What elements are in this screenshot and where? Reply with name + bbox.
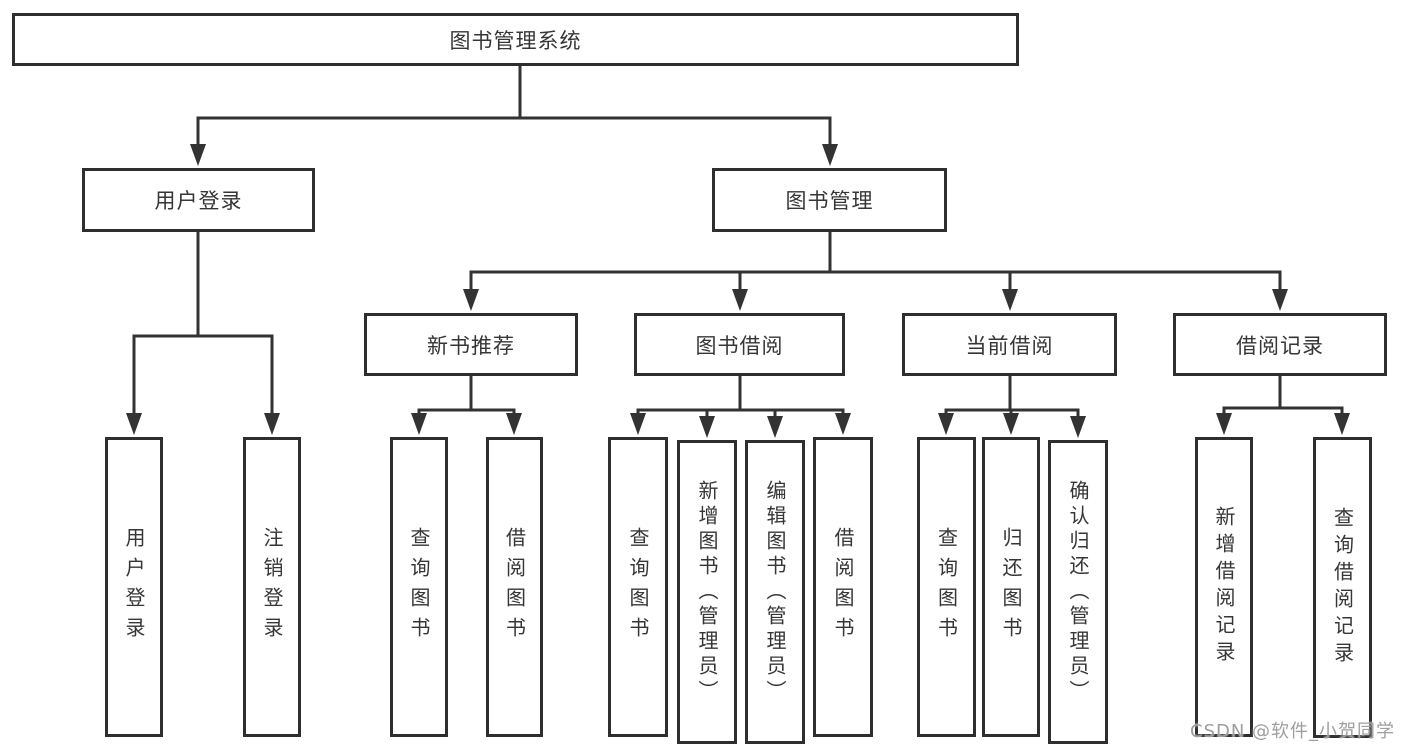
leaf-user-login: 用户登录 (105, 437, 163, 737)
node-label: 图书管理 (785, 189, 874, 213)
leaf-return-books: 归还图书 (982, 437, 1040, 737)
leaf-label: 编辑图书（管理员） (763, 479, 787, 705)
leaf-label: 新增借阅记录 (1212, 506, 1236, 668)
leaf-label: 新增图书（管理员） (695, 479, 719, 705)
leaf-confirm-return-admin: 确认归还（管理员） (1048, 440, 1108, 744)
leaf-label: 查询图书 (626, 527, 650, 647)
leaf-label: 借阅图书 (502, 527, 527, 647)
node-label: 图书管理系统 (449, 28, 582, 53)
leaf-label: 用户登录 (122, 527, 146, 647)
node-current-borrowing: 当前借阅 (902, 313, 1117, 376)
node-label: 图书借阅 (695, 333, 784, 358)
leaf-borrow-books: 借阅图书 (486, 437, 543, 737)
node-label: 新书推荐 (427, 333, 515, 358)
leaf-logout: 注销登录 (243, 437, 301, 737)
node-new-book-recommendation: 新书推荐 (364, 313, 578, 376)
leaf-label: 归还图书 (999, 527, 1023, 647)
leaf-edit-books-admin: 编辑图书（管理员） (745, 440, 805, 744)
node-book-borrowing: 图书借阅 (634, 313, 845, 376)
leaf-label: 注销登录 (260, 527, 284, 647)
node-label: 借阅记录 (1236, 333, 1324, 358)
leaf-query-books: 查询图书 (608, 437, 668, 737)
leaf-label: 确认归还（管理员） (1066, 479, 1090, 705)
leaf-label: 查询借阅记录 (1330, 506, 1355, 669)
leaf-label: 借阅图书 (831, 527, 855, 647)
leaf-add-borrow-record: 新增借阅记录 (1195, 437, 1253, 737)
csdn-watermark: CSDN @软件_小贺同学 (1190, 721, 1396, 742)
leaf-borrow-books: 借阅图书 (813, 437, 873, 737)
node-borrowing-records: 借阅记录 (1173, 313, 1387, 376)
node-book-management: 图书管理 (712, 168, 947, 232)
node-user-login: 用户登录 (82, 168, 315, 232)
node-label: 当前借阅 (965, 333, 1054, 358)
leaf-label: 查询图书 (934, 527, 959, 647)
leaf-query-borrow-record: 查询借阅记录 (1313, 437, 1372, 738)
node-library-management-system: 图书管理系统 (12, 13, 1019, 66)
node-label: 用户登录 (154, 189, 243, 213)
leaf-query-books: 查询图书 (917, 437, 976, 737)
leaf-query-books: 查询图书 (390, 437, 448, 737)
leaf-add-books-admin: 新增图书（管理员） (677, 440, 737, 744)
leaf-label: 查询图书 (407, 527, 431, 647)
